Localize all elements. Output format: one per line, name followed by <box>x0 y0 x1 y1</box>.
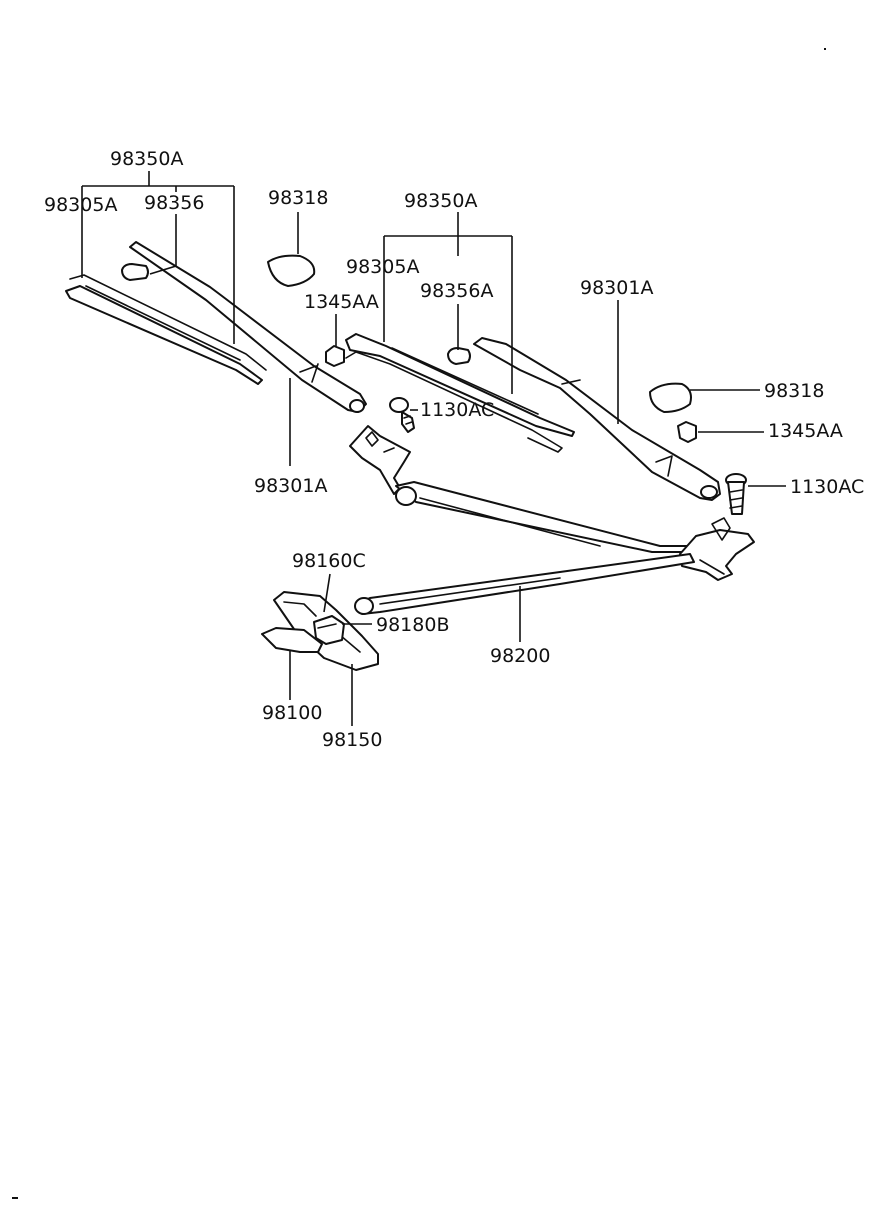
label-linkage: 98200 <box>490 645 550 667</box>
linkage-rod-upper <box>395 481 691 553</box>
left-wiper-blade <box>65 274 267 385</box>
left-cap-icon <box>267 254 316 287</box>
corner-mark <box>824 48 826 50</box>
leader-lines <box>81 171 786 726</box>
label-bracket: 98150 <box>322 729 382 751</box>
left-nut-icon <box>325 345 345 367</box>
label-left-blade: 98305A <box>44 194 117 216</box>
label-left-bolt: 1130AC <box>420 399 494 421</box>
left-refill-clip-icon <box>121 263 149 281</box>
left-pivot-icon <box>349 425 411 495</box>
right-wiper-blade <box>345 333 575 453</box>
right-wiper-arm <box>473 337 721 501</box>
label-right-cap: 98318 <box>764 380 824 402</box>
label-left-cap: 98318 <box>268 187 328 209</box>
corner-mark <box>12 1197 18 1199</box>
label-left-assy: 98350A <box>110 148 183 170</box>
label-right-blade: 98305A <box>346 256 419 278</box>
label-right-arm: 98301A <box>580 277 653 299</box>
right-bolt-icon <box>725 473 747 515</box>
label-motor: 98100 <box>262 702 322 724</box>
right-pivot-icon <box>679 517 755 581</box>
label-left-nut: 1345AA <box>304 291 379 313</box>
left-bolt-icon <box>389 397 415 433</box>
label-right-bolt: 1130AC <box>790 476 864 498</box>
motor-icon <box>261 615 345 653</box>
right-nut-icon <box>677 421 697 443</box>
right-cap-icon <box>649 382 692 413</box>
label-grommet: 98180B <box>376 614 449 636</box>
label-right-refill: 98356A <box>420 280 493 302</box>
label-left-refill: 98356 <box>144 192 204 214</box>
label-right-nut: 1345AA <box>768 420 843 442</box>
left-wiper-arm <box>129 241 367 413</box>
right-refill-clip-icon <box>447 347 471 365</box>
label-right-assy: 98350A <box>404 190 477 212</box>
label-left-arm: 98301A <box>254 475 327 497</box>
label-motor-bracket: 98160C <box>292 550 366 572</box>
linkage-rod-lower <box>354 553 695 615</box>
